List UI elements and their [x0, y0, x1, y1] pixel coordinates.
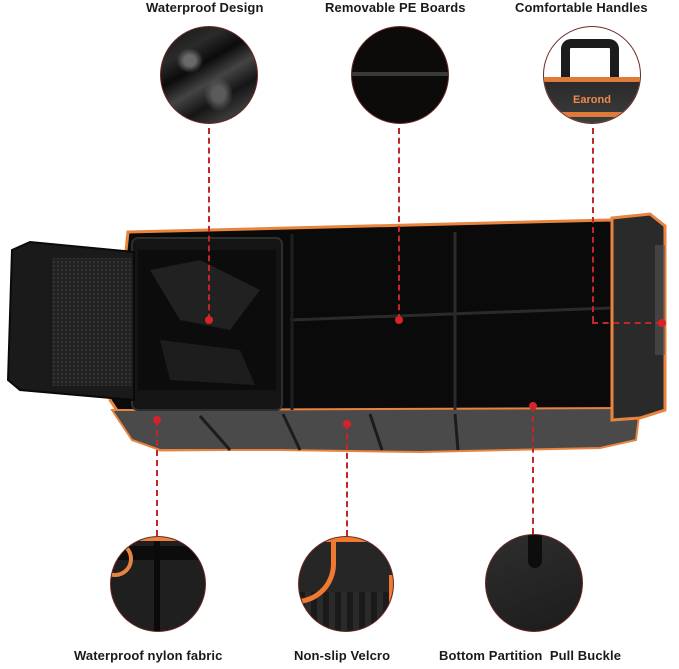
waterproof-design-closeup — [160, 26, 258, 124]
board-seam — [352, 72, 448, 77]
feature-label-removable-pe-boards: Removable PE Boards — [325, 0, 466, 15]
callout-line-waterproof-design — [208, 128, 210, 320]
brand-logo: Earond — [573, 94, 611, 107]
orange-trim — [111, 541, 133, 577]
feature-label-non-slip-velcro: Non-slip Velcro — [294, 648, 391, 663]
pe-boards-closeup — [351, 26, 449, 124]
nylon-fabric-closeup — [110, 536, 206, 632]
orange-rim — [322, 537, 379, 542]
feature-label-bottom-partition-pull-buckle: Bottom Partition Pull Buckle — [439, 648, 622, 663]
orange-rim-bottom — [544, 112, 640, 117]
orange-rim-side — [389, 574, 393, 603]
feature-label-waterproof-design: Waterproof Design — [146, 0, 264, 15]
callout-line-velcro — [346, 424, 348, 536]
handle-icon — [561, 38, 619, 89]
pull-tab-icon — [528, 535, 542, 568]
callout-dot-pe-boards — [395, 316, 403, 324]
feature-label-waterproof-nylon-fabric: Waterproof nylon fabric — [74, 648, 223, 663]
callout-dot-waterproof-design — [205, 316, 213, 324]
callout-line-handles-vertical — [592, 128, 594, 322]
callout-dot-handles — [658, 319, 666, 327]
feature-label-comfortable-handles: Comfortable Handles — [515, 0, 648, 15]
callout-line-pull-buckle — [532, 406, 534, 534]
callout-line-nylon-fabric — [156, 420, 158, 536]
callout-line-handles-horizontal — [592, 322, 662, 324]
handles-closeup: Earond — [543, 26, 641, 124]
orange-rim — [129, 537, 187, 541]
callout-line-pe-boards — [398, 128, 400, 320]
velcro-closeup — [298, 536, 394, 632]
fabric-seam — [154, 537, 161, 631]
pull-buckle-closeup — [485, 534, 583, 632]
orange-rim — [544, 76, 640, 85]
